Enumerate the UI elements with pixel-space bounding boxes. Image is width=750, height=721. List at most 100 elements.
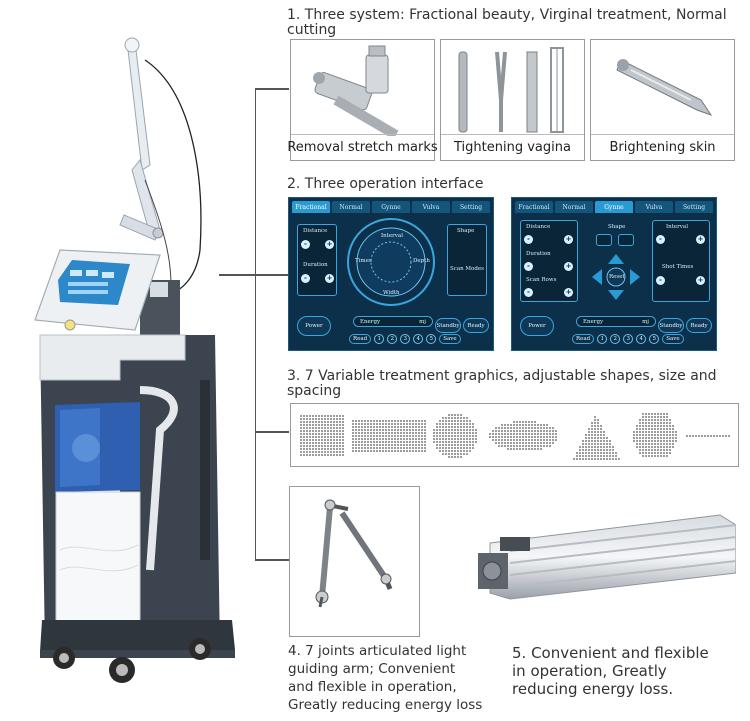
save-button[interactable]: Save <box>439 334 461 344</box>
fractional-handpiece-icon <box>313 45 399 136</box>
shape-circle-button[interactable] <box>618 234 634 246</box>
duration-label: Duration <box>303 262 328 268</box>
circle-pattern <box>433 414 477 458</box>
card-caption: Removal stretch marks <box>287 134 438 160</box>
distance-minus-button[interactable]: - <box>524 235 533 244</box>
interval-label: Interval <box>381 233 403 239</box>
slot-button[interactable]: 5 <box>649 334 660 344</box>
square-pattern <box>300 415 344 456</box>
memory-slots: Read 1 2 3 4 5 Save <box>572 334 684 344</box>
interval-minus-button[interactable]: - <box>656 235 665 244</box>
distance-duration-box <box>297 224 337 296</box>
scan-rows-label: Scan Rows <box>526 277 557 283</box>
duration-plus-button[interactable]: + <box>564 262 573 271</box>
slot-button[interactable]: 1 <box>597 334 608 344</box>
gynne-control-panel: Fractional Normal Gynne Vulva Setting Di… <box>511 197 717 351</box>
slot-button[interactable]: 4 <box>636 334 647 344</box>
scan-dial <box>347 218 435 306</box>
read-button[interactable]: Read <box>572 334 595 344</box>
rectangle-pattern <box>352 420 426 452</box>
vaginal-probes-icon <box>458 47 564 133</box>
slot-button[interactable]: 3 <box>623 334 634 344</box>
fractional-control-panel: Fractional Normal Gynne Vulva Setting Di… <box>288 197 494 351</box>
duration-label: Duration <box>526 251 551 257</box>
scan-patterns <box>300 413 730 460</box>
duration-minus-button[interactable]: - <box>301 274 310 283</box>
read-button[interactable]: Read <box>349 334 372 344</box>
tab-vulva[interactable]: Vulva <box>635 201 673 213</box>
standby-button[interactable]: Standby <box>435 318 461 333</box>
connector-tick <box>255 88 289 90</box>
shape-square-button[interactable] <box>596 234 612 246</box>
section3-title-line2: spacing <box>287 383 342 399</box>
standby-button[interactable]: Standby <box>658 318 684 333</box>
connector-tick <box>255 431 289 433</box>
caption-line: guiding arm; Convenient <box>288 661 456 677</box>
cutting-handpiece-icon <box>616 59 713 116</box>
section5-caption: 5. Convenient and flexible in operation,… <box>512 644 747 698</box>
line-pattern <box>686 435 730 437</box>
interval-plus-button[interactable]: + <box>696 235 705 244</box>
slot-button[interactable]: 1 <box>374 334 385 344</box>
caption-line: in operation, Greatly <box>512 662 667 680</box>
section4-caption: 4. 7 joints articulated light guiding ar… <box>288 642 488 714</box>
tab-setting[interactable]: Setting <box>675 201 713 213</box>
articulated-arm-illustration <box>315 499 393 608</box>
shot-times-minus-button[interactable]: - <box>656 276 665 285</box>
shot-times-label: Shot Times <box>662 264 694 270</box>
interval-shot-box <box>652 220 710 302</box>
slot-button[interactable]: 2 <box>610 334 621 344</box>
tab-fractional[interactable]: Fractional <box>292 201 330 213</box>
tab-gynne[interactable]: Gynne <box>595 201 633 213</box>
scan-pattern-strip <box>290 403 739 467</box>
card-caption: Tightening vagina <box>441 134 584 160</box>
card-tightening-vagina: Tightening vagina <box>440 39 585 161</box>
tab-gynne[interactable]: Gynne <box>372 201 410 213</box>
slot-button[interactable]: 5 <box>426 334 437 344</box>
slot-button[interactable]: 3 <box>400 334 411 344</box>
scan-rows-minus-button[interactable]: - <box>524 288 533 297</box>
shot-times-plus-button[interactable]: + <box>696 276 705 285</box>
interval-label: Interval <box>666 224 688 230</box>
section1-title-line2: cutting <box>287 22 337 38</box>
section3-title: 3. 7 Variable treatment graphics, adjust… <box>287 369 747 399</box>
slot-button[interactable]: 4 <box>413 334 424 344</box>
tab-fractional[interactable]: Fractional <box>515 201 553 213</box>
co2-laser-machine-illustration <box>34 37 235 683</box>
distance-label: Distance <box>526 224 551 230</box>
section1-title: 1. Three system: Fractional beauty, Virg… <box>287 8 747 38</box>
save-button[interactable]: Save <box>662 334 684 344</box>
ellipse-pattern <box>489 421 557 450</box>
depth-label: Depth <box>413 258 430 264</box>
caption-line: and flexible in operation, <box>288 679 457 695</box>
panel-tabs: Fractional Normal Gynne Vulva Setting <box>292 201 490 213</box>
direction-pad[interactable] <box>588 252 644 302</box>
caption-line: reducing energy loss. <box>512 680 674 698</box>
section1-title-line1: 1. Three system: Fractional beauty, Virg… <box>287 7 727 23</box>
tab-vulva[interactable]: Vulva <box>412 201 450 213</box>
connector-bracket <box>255 88 256 560</box>
section3-title-line1: 3. 7 Variable treatment graphics, adjust… <box>287 368 717 384</box>
slot-button[interactable]: 2 <box>387 334 398 344</box>
distance-label: Distance <box>303 228 328 234</box>
tab-normal[interactable]: Normal <box>332 201 370 213</box>
duration-plus-button[interactable]: + <box>325 274 334 283</box>
tab-normal[interactable]: Normal <box>555 201 593 213</box>
shape-label: Shape <box>457 228 475 234</box>
distance-plus-button[interactable]: + <box>564 235 573 244</box>
reset-button[interactable]: Reset <box>609 274 625 280</box>
tab-setting[interactable]: Setting <box>452 201 490 213</box>
distance-plus-button[interactable]: + <box>325 240 334 249</box>
triangle-pattern <box>573 416 620 460</box>
ready-button[interactable]: Ready <box>686 318 712 333</box>
power-button[interactable]: Power <box>520 316 554 336</box>
memory-slots: Read 1 2 3 4 5 Save <box>349 334 461 344</box>
distance-minus-button[interactable]: - <box>301 240 310 249</box>
card-brightening-skin: Brightening skin <box>590 39 735 161</box>
scan-rows-plus-button[interactable]: + <box>564 288 573 297</box>
ready-button[interactable]: Ready <box>463 318 489 333</box>
power-button[interactable]: Power <box>297 316 331 336</box>
duration-minus-button[interactable]: - <box>524 262 533 271</box>
